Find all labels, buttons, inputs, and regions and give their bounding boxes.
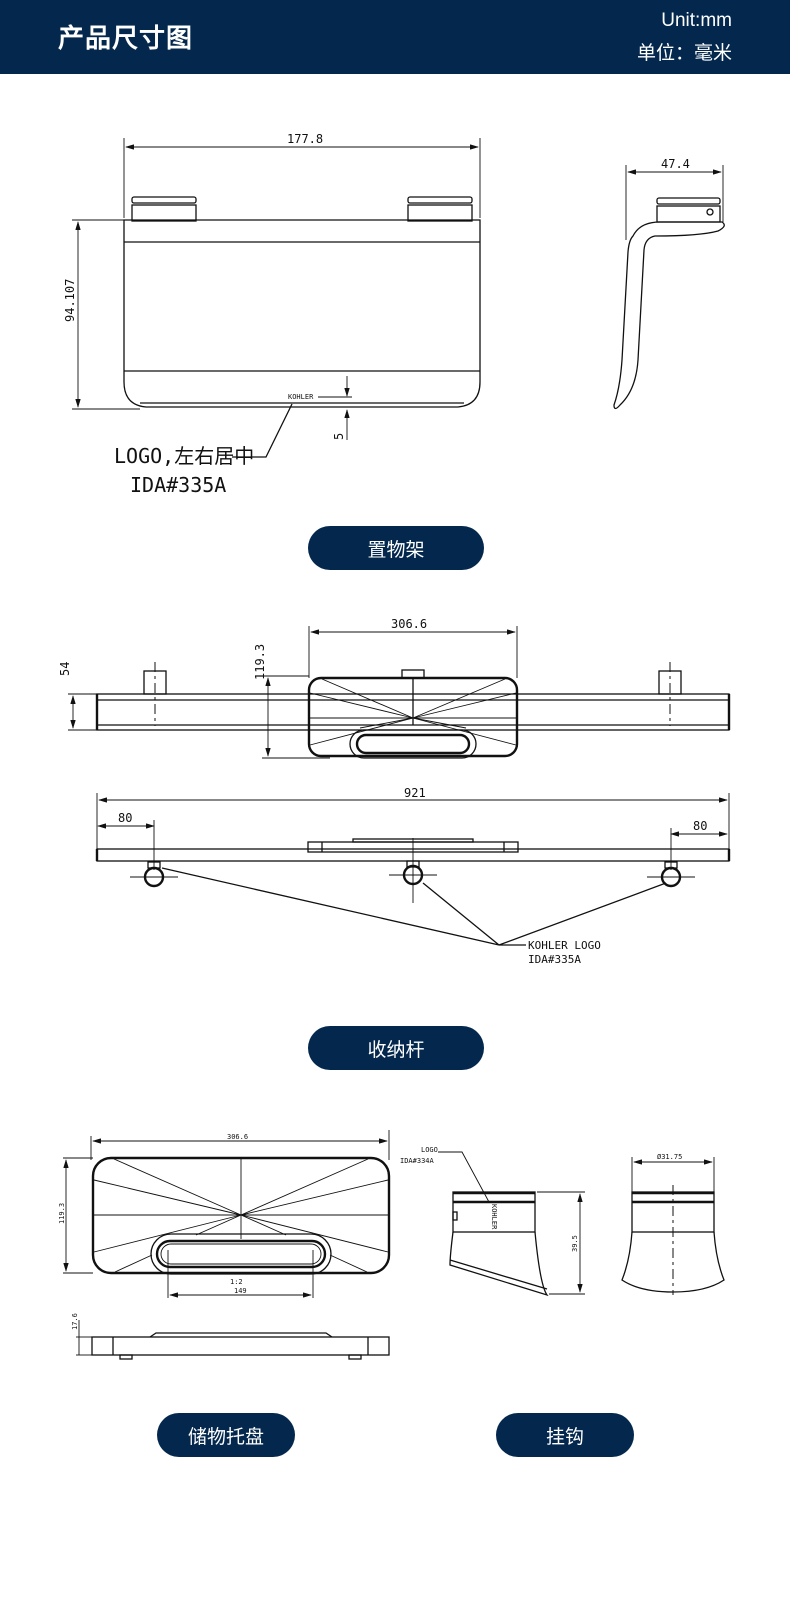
- hook-side-view: LOGO IDA#334A KOHLER 39.5: [400, 1146, 585, 1297]
- tray-width-dim: 306.6: [227, 1133, 248, 1141]
- shelf-height-dim: 94.107: [63, 279, 77, 322]
- rod-left-offset-dim: 80: [118, 811, 132, 825]
- tray-thickness-dim: 17.6: [71, 1313, 79, 1330]
- hook-logo-text: KOHLER: [490, 1204, 498, 1230]
- section-label-tray: 储物托盘: [157, 1413, 295, 1457]
- hook-height-dim: 39.5: [571, 1235, 579, 1252]
- rod-height-dim: 54: [58, 662, 72, 676]
- shelf-body: [123, 219, 481, 408]
- rod-tray-height-dim: 119.3: [253, 644, 267, 680]
- hook-logo-note-line1: LOGO: [421, 1146, 438, 1154]
- page-title: 产品尺寸图: [58, 24, 194, 54]
- rod-logo-note-line1: KOHLER LOGO: [528, 939, 601, 952]
- rod-right-offset-dim: 80: [693, 819, 707, 833]
- hook-flare: [449, 1231, 549, 1297]
- shelf-side-depth-dim: 47.4: [661, 157, 690, 171]
- page-header: 产品尺寸图 Unit:mm 单位：毫米: [0, 0, 790, 74]
- shelf-logo-note-line2: IDA#335A: [130, 473, 226, 497]
- tray-scale-note: 1:2: [230, 1278, 243, 1286]
- unit-label-en: Unit:mm: [661, 10, 732, 31]
- shelf-logo-offset-dim: 5: [332, 433, 346, 440]
- hook-logo-note-line2: IDA#334A: [400, 1157, 435, 1165]
- section-label-shelf: 置物架: [308, 526, 484, 570]
- shelf-logo-note-line1: LOGO,左右居中: [114, 444, 254, 468]
- shelf-width-dim: 177.8: [287, 132, 323, 146]
- shelf-side-view: 47.4: [613, 157, 725, 410]
- rod-logo-note-line2: IDA#335A: [528, 953, 581, 966]
- shelf-front-view: 177.8 KOHLER 94.107 5 LOGO,左右居中 IDA#335A: [63, 132, 481, 497]
- shelf-side-profile: [613, 221, 725, 410]
- section-label-rod: 收纳杆: [308, 1026, 484, 1070]
- rod-hook-left: [130, 861, 178, 888]
- rod-top-view: 306.6 119.3 54: [58, 617, 731, 759]
- rod-hook-center: [389, 838, 437, 903]
- unit-label-cn: 单位：毫米: [636, 42, 732, 64]
- rod-front-view: 921 80 80 KOH: [95, 786, 731, 966]
- shelf-logo-text: KOHLER: [288, 393, 314, 401]
- tray-slot-dim: 149: [234, 1287, 247, 1295]
- hook-diameter-dim: Ø31.75: [657, 1153, 682, 1161]
- hook-front-view: Ø31.75: [621, 1153, 725, 1295]
- tray-top-view: 306.6 119.3 1:2 149: [58, 1130, 391, 1298]
- rod-tray-width-dim: 306.6: [391, 617, 427, 631]
- tray-side-view: 17.6: [71, 1313, 390, 1360]
- tray-height-dim: 119.3: [58, 1203, 66, 1224]
- rod-total-length-dim: 921: [404, 786, 426, 800]
- rod-hook-right: [647, 861, 695, 888]
- section-label-hook: 挂钩: [496, 1413, 634, 1457]
